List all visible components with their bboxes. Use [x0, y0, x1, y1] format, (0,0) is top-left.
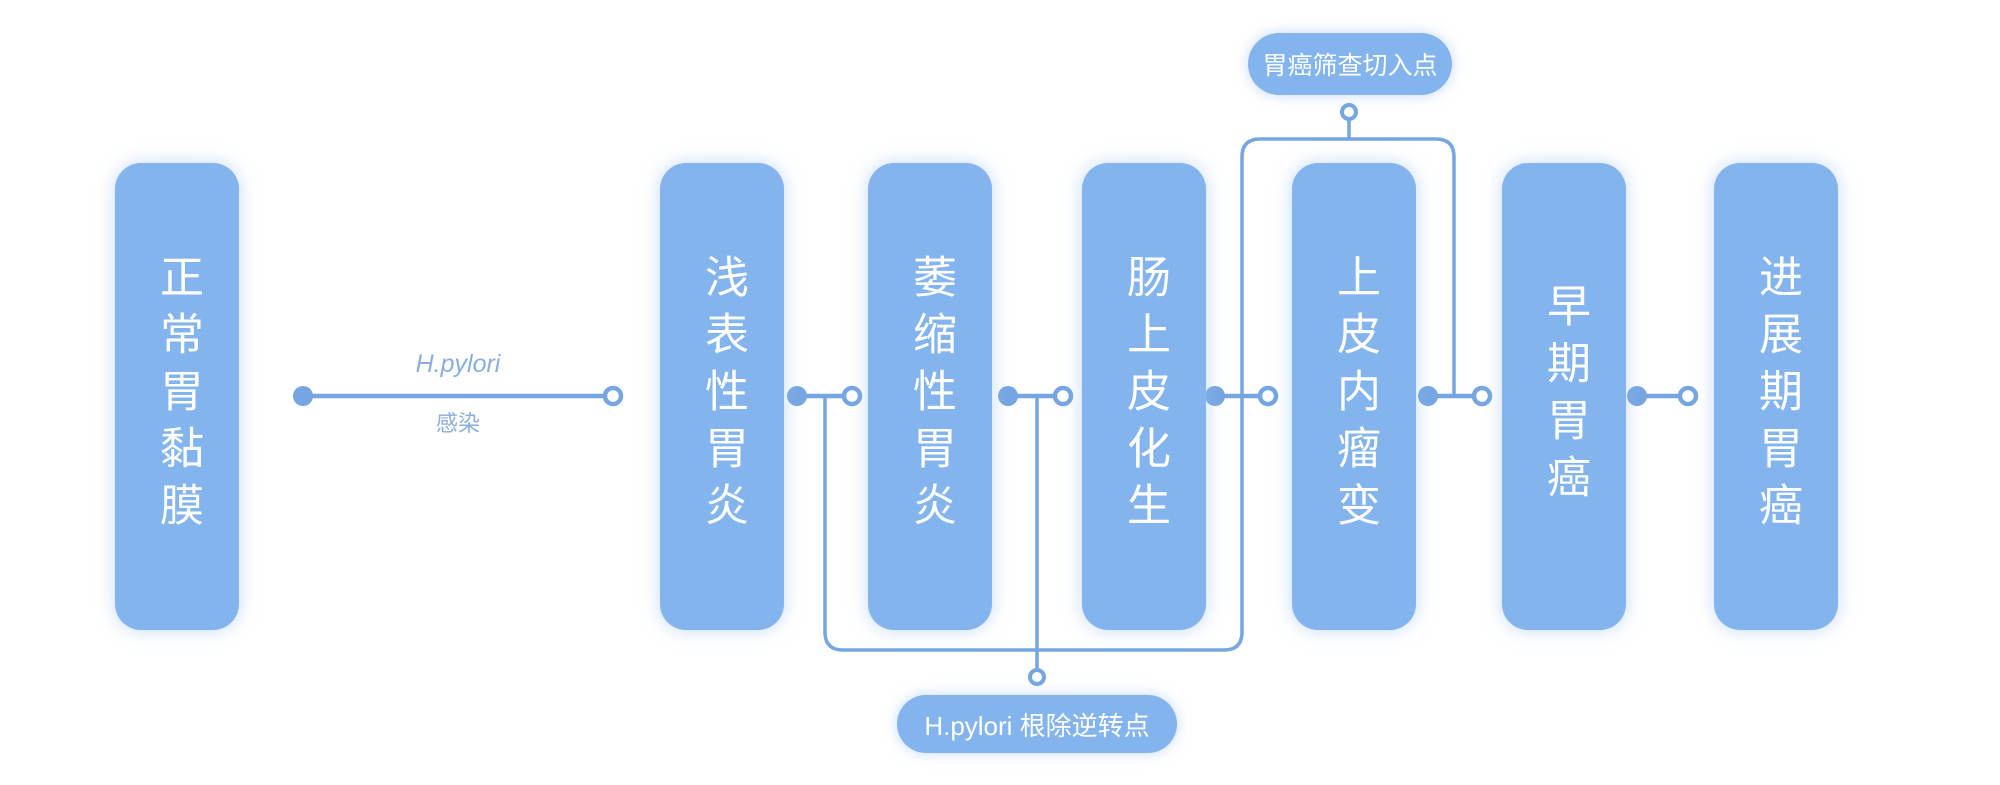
stage-label: 正常胃黏膜 — [153, 254, 202, 539]
connector-start-dot — [787, 386, 807, 406]
stage-box-superficial-gastritis: 浅表性胃炎 — [660, 163, 784, 630]
stage-box-intraepithelial-neoplasia: 上皮内瘤变 — [1292, 163, 1416, 630]
connector-start-dot — [1205, 386, 1225, 406]
stage-label: 浅表性胃炎 — [698, 254, 747, 539]
connector-start-dot — [293, 386, 313, 406]
connector-start-dot — [998, 386, 1018, 406]
stage-label: 肠上皮化生 — [1120, 254, 1169, 539]
stage-box-normal-gastric-mucosa: 正常胃黏膜 — [115, 163, 239, 630]
connector-end-ring — [602, 385, 624, 407]
screening-entry-badge: 胃癌筛查切入点 — [1248, 33, 1452, 95]
stage-box-intestinal-metaplasia: 肠上皮化生 — [1082, 163, 1206, 630]
eradication-reversal-badge: H.pylori 根除逆转点 — [897, 695, 1177, 753]
connector-end-ring — [1471, 385, 1493, 407]
screening-badge-anchor-ring — [1340, 103, 1358, 121]
connector-start-dot — [1418, 386, 1438, 406]
stage-box-early-gastric-cancer: 早期胃癌 — [1502, 163, 1626, 630]
stage-box-advanced-gastric-cancer: 进展期胃癌 — [1714, 163, 1838, 630]
connector-end-ring — [1677, 385, 1699, 407]
stage-label: 进展期胃癌 — [1752, 254, 1801, 539]
stage-label: 早期胃癌 — [1540, 282, 1589, 511]
infection-label: 感染 — [435, 411, 480, 436]
connector-end-ring — [1257, 385, 1279, 407]
stage-label: 萎缩性胃炎 — [906, 254, 955, 539]
connector-start-dot — [1627, 386, 1647, 406]
stage-label: 上皮内瘤变 — [1330, 254, 1379, 539]
connector-end-ring — [1052, 385, 1074, 407]
reversal-badge-anchor-ring — [1028, 668, 1046, 686]
hpylori-label: H.pylori — [415, 350, 501, 378]
connector-end-ring — [841, 385, 863, 407]
stage-box-atrophic-gastritis: 萎缩性胃炎 — [868, 163, 992, 630]
